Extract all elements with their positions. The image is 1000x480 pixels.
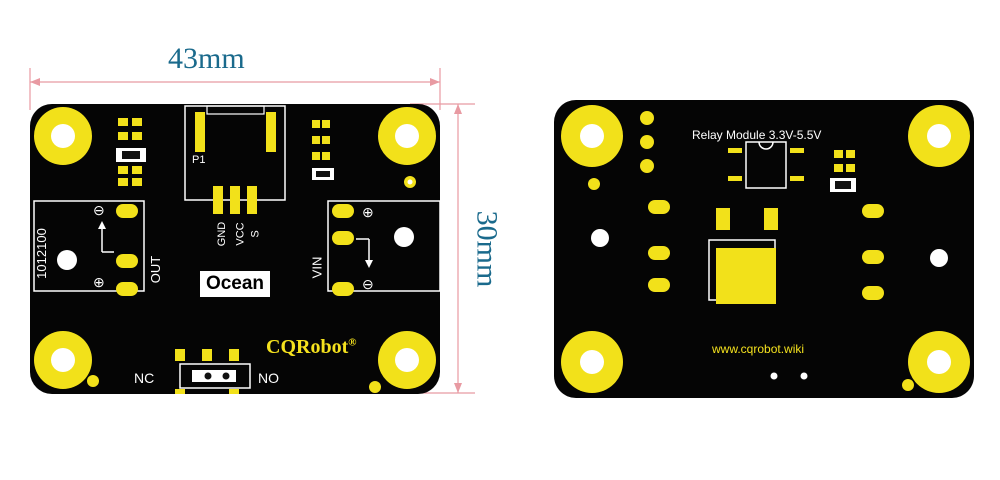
pin-label-vcc: VCC <box>234 222 247 246</box>
out-minus-symbol: ⊖ <box>93 202 105 218</box>
height-label: 30mm <box>470 210 504 288</box>
front-board: P1 GND VCC S 1012100 OUT VIN ⊖ ⊕ ⊕ ⊖ Oce… <box>30 104 440 394</box>
pin-label-s: S <box>249 230 262 238</box>
connector-label: P1 <box>192 154 206 166</box>
mounting-holes <box>34 107 436 389</box>
registered-mark: ® <box>348 336 357 349</box>
mounting-holes <box>561 105 970 393</box>
width-label: 43mm <box>168 42 245 75</box>
back-url: www.cqrobot.wiki <box>712 342 805 356</box>
ocean-label: Ocean <box>200 271 270 297</box>
out-label: OUT <box>148 255 164 284</box>
front-board-artwork <box>33 105 440 394</box>
part-number: 1012100 <box>33 228 49 279</box>
back-board-artwork <box>561 105 970 393</box>
nc-label: NC <box>134 370 155 386</box>
back-board: Relay Module 3.3V-5.5V www.cqrobot.wiki <box>554 100 974 398</box>
pin-label-gnd: GND <box>216 221 229 247</box>
no-label: NO <box>258 370 279 386</box>
vin-label: VIN <box>309 256 325 279</box>
out-plus-symbol: ⊕ <box>93 274 105 290</box>
brand-logo: CQRobot® <box>266 336 356 359</box>
vin-plus-symbol: ⊕ <box>362 204 374 220</box>
brand-name: CQRobot <box>266 336 349 358</box>
vin-minus-symbol: ⊖ <box>362 276 374 292</box>
back-title: Relay Module 3.3V-5.5V <box>692 128 822 142</box>
